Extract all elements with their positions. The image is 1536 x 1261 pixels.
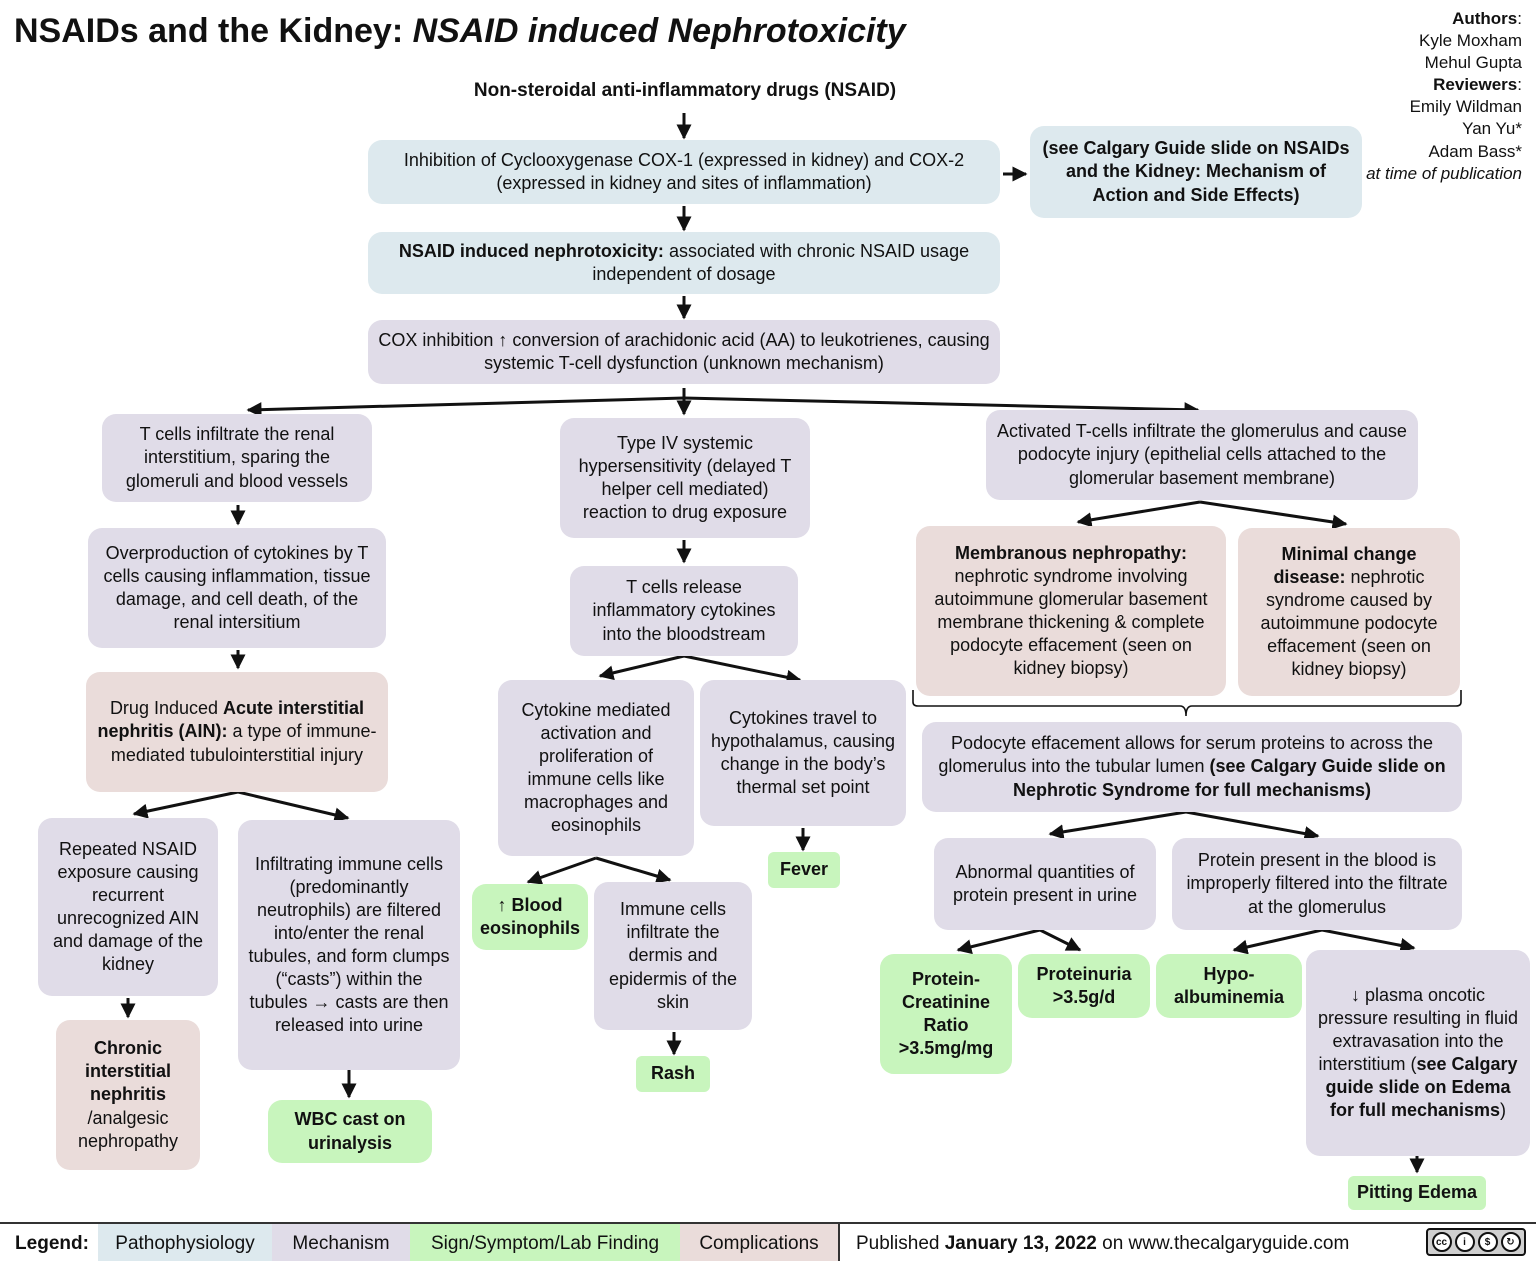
credits-note: * MD at time of publication	[1323, 163, 1522, 183]
legend-mechanism: Mechanism	[272, 1224, 410, 1261]
cytokine-hypothalamus-box: Cytokines travel to hypothalamus, causin…	[700, 680, 906, 826]
tcell-interstitium-text: T cells infiltrate the renal interstitiu…	[125, 424, 349, 491]
rash-box: Rash	[636, 1056, 710, 1092]
protein-blood-text: Protein present in the blood is improper…	[1186, 850, 1448, 917]
pcr-box: Protein-Creatinine Ratio >3.5mg/mg	[880, 954, 1012, 1074]
ain-bold: Acute interstitial nephritis (AIN):	[97, 698, 365, 742]
tcell-release-box: T cells release inflammatory cytokines i…	[570, 566, 798, 656]
membranous-text: nephrotic syndrome involving autoimmune …	[934, 565, 1208, 679]
published-site: on www.thecalgaryguide.com	[1096, 1232, 1350, 1254]
author-name: Kyle Moxham	[1419, 31, 1522, 51]
abnormal-protein-text: Abnormal quantities of protein present i…	[952, 861, 1138, 905]
nephrotoxicity-text: associated with chronic NSAID usage inde…	[592, 240, 970, 284]
tcell-interstitium-box: T cells infiltrate the renal interstitiu…	[102, 414, 372, 502]
credits-block: Authors: Kyle Moxham Mehul Gupta Reviewe…	[1322, 8, 1522, 185]
type4-text: Type IV systemic hypersensitivity (delay…	[578, 432, 792, 523]
proteinuria-box: Proteinuria >3.5g/d	[1018, 954, 1150, 1018]
published-date: January 13, 2022	[944, 1232, 1097, 1254]
immune-skin-text: Immune cells infiltrate the dermis and e…	[608, 899, 738, 1012]
podocyte-effacement-text: Podocyte effacement allows for serum pro…	[938, 733, 1433, 777]
author-name: Mehul Gupta	[1424, 53, 1522, 73]
repeated-nsaid-box: Repeated NSAID exposure causing recurren…	[38, 818, 218, 996]
minimal-change-box: Minimal change disease: nephrotic syndro…	[1238, 528, 1460, 696]
type4-box: Type IV systemic hypersensitivity (delay…	[560, 418, 810, 538]
published-prefix: Published	[856, 1232, 945, 1254]
cytokine-activation-text: Cytokine mediated activation and prolife…	[521, 699, 671, 836]
protein-blood-box: Protein present in the blood is improper…	[1172, 838, 1462, 930]
cytokine-overproduction-box: Overproduction of cytokines by T cells c…	[88, 528, 386, 648]
minimal-change-text: nephrotic syndrome caused by autoimmune …	[1260, 566, 1438, 680]
legend-label: Legend:	[15, 1232, 89, 1254]
legend-complications: Complications	[680, 1224, 840, 1261]
ain-prefix: Drug Induced	[109, 698, 224, 719]
tcell-release-text: T cells release inflammatory cytokines i…	[592, 577, 776, 644]
nephrotoxicity-bold: NSAID induced nephrotoxicity:	[398, 240, 664, 261]
legend-bar: Legend: Pathophysiology Mechanism Sign/S…	[0, 1222, 1536, 1261]
membranous-bold: Membranous nephropathy:	[954, 542, 1187, 563]
reviewer-name: Adam Bass*	[1428, 141, 1522, 161]
oncotic-pressure-close: )	[1500, 1100, 1507, 1121]
pitting-edema-box: Pitting Edema	[1348, 1176, 1486, 1210]
wbc-cast-box: WBC cast on urinalysis	[268, 1100, 432, 1163]
oncotic-pressure-bold: see Calgary guide slide on Edema for ful…	[1325, 1054, 1518, 1121]
title-italic: NSAID induced Nephrotoxicity	[412, 12, 906, 50]
legend-sign-symptom: Sign/Symptom/Lab Finding	[410, 1224, 680, 1261]
authors-label: Authors	[1452, 9, 1518, 28]
membranous-box: Membranous nephropathy: nephrotic syndro…	[916, 526, 1226, 696]
cytokine-activation-box: Cytokine mediated activation and prolife…	[498, 680, 694, 856]
reviewer-name: Emily Wildman	[1409, 97, 1522, 117]
oncotic-pressure-text: ↓ plasma oncotic pressure resulting in f…	[1317, 984, 1519, 1074]
chronic-nephritis-bold: Chronic interstitial nephritis	[84, 1038, 172, 1105]
wbc-cast-text: WBC cast on urinalysis	[294, 1109, 406, 1153]
glomerulus-tcell-text: Activated T-cells infiltrate the glomeru…	[997, 421, 1407, 488]
title-main: NSAIDs and the Kidney:	[14, 12, 413, 50]
infiltrating-cells-box: Infiltrating immune cells (predominantly…	[238, 820, 460, 1070]
hypoalbuminemia-text: Hypo-albuminemia	[1173, 963, 1285, 1007]
nephrotoxicity-box: NSAID induced nephrotoxicity: associated…	[368, 232, 1000, 294]
glomerulus-tcell-box: Activated T-cells infiltrate the glomeru…	[986, 410, 1418, 500]
cytokine-overproduction-text: Overproduction of cytokines by T cells c…	[103, 542, 371, 633]
ain-box: Drug Induced Acute interstitial nephriti…	[86, 672, 388, 792]
cytokine-hypothalamus-text: Cytokines travel to hypothalamus, causin…	[710, 707, 896, 798]
proteinuria-text: Proteinuria >3.5g/d	[1036, 963, 1132, 1007]
reviewer-name: Yan Yu*	[1462, 119, 1522, 139]
rash-text: Rash	[650, 1063, 695, 1084]
see-mechanism-box: (see Calgary Guide slide on NSAIDs and t…	[1030, 126, 1362, 218]
leukotriene-text: COX inhibition ↑ conversion of arachidon…	[378, 329, 990, 373]
page-title: NSAIDs and the Kidney: NSAID induced Nep…	[14, 12, 906, 51]
fever-box: Fever	[768, 852, 840, 888]
cox-inhibition-box: Inhibition of Cyclooxygenase COX-1 (expr…	[368, 140, 1000, 204]
hypoalbuminemia-box: Hypo-albuminemia	[1156, 954, 1302, 1018]
blood-eosinophils-text: ↑ Blood eosinophils	[480, 894, 581, 938]
abnormal-protein-box: Abnormal quantities of protein present i…	[934, 838, 1156, 930]
subtitle-nsaid: Non-steroidal anti-inflammatory drugs (N…	[473, 80, 897, 101]
oncotic-pressure-box: ↓ plasma oncotic pressure resulting in f…	[1306, 950, 1530, 1156]
fever-text: Fever	[779, 859, 829, 880]
minimal-change-bold: Minimal change disease:	[1273, 543, 1417, 587]
repeated-nsaid-text: Repeated NSAID exposure causing recurren…	[52, 838, 204, 975]
blood-eosinophils-box: ↑ Blood eosinophils	[472, 884, 588, 950]
podocyte-effacement-bold: (see Calgary Guide slide on Nephrotic Sy…	[1012, 756, 1446, 800]
cox-inhibition-text: Inhibition of Cyclooxygenase COX-1 (expr…	[403, 149, 965, 193]
legend-pathophysiology: Pathophysiology	[98, 1224, 272, 1261]
see-mechanism-text: (see Calgary Guide slide on NSAIDs and t…	[1042, 138, 1350, 205]
immune-skin-box: Immune cells infiltrate the dermis and e…	[594, 882, 752, 1030]
pitting-edema-text: Pitting Edema	[1356, 1182, 1477, 1203]
chronic-nephritis-box: Chronic interstitial nephritis/analgesic…	[56, 1020, 200, 1170]
chronic-nephritis-text: /analgesic nephropathy	[77, 1107, 179, 1151]
leukotriene-box: COX inhibition ↑ conversion of arachidon…	[368, 320, 1000, 384]
podocyte-effacement-box: Podocyte effacement allows for serum pro…	[922, 722, 1462, 812]
published-line: Published January 13, 2022 on www.thecal…	[856, 1224, 1376, 1261]
ain-text: a type of immune-mediated tubulointersti…	[110, 721, 377, 765]
reviewers-label: Reviewers	[1433, 75, 1518, 95]
infiltrating-cells-text: Infiltrating immune cells (predominantly…	[248, 853, 450, 1036]
pcr-text: Protein-Creatinine Ratio >3.5mg/mg	[898, 968, 994, 1059]
